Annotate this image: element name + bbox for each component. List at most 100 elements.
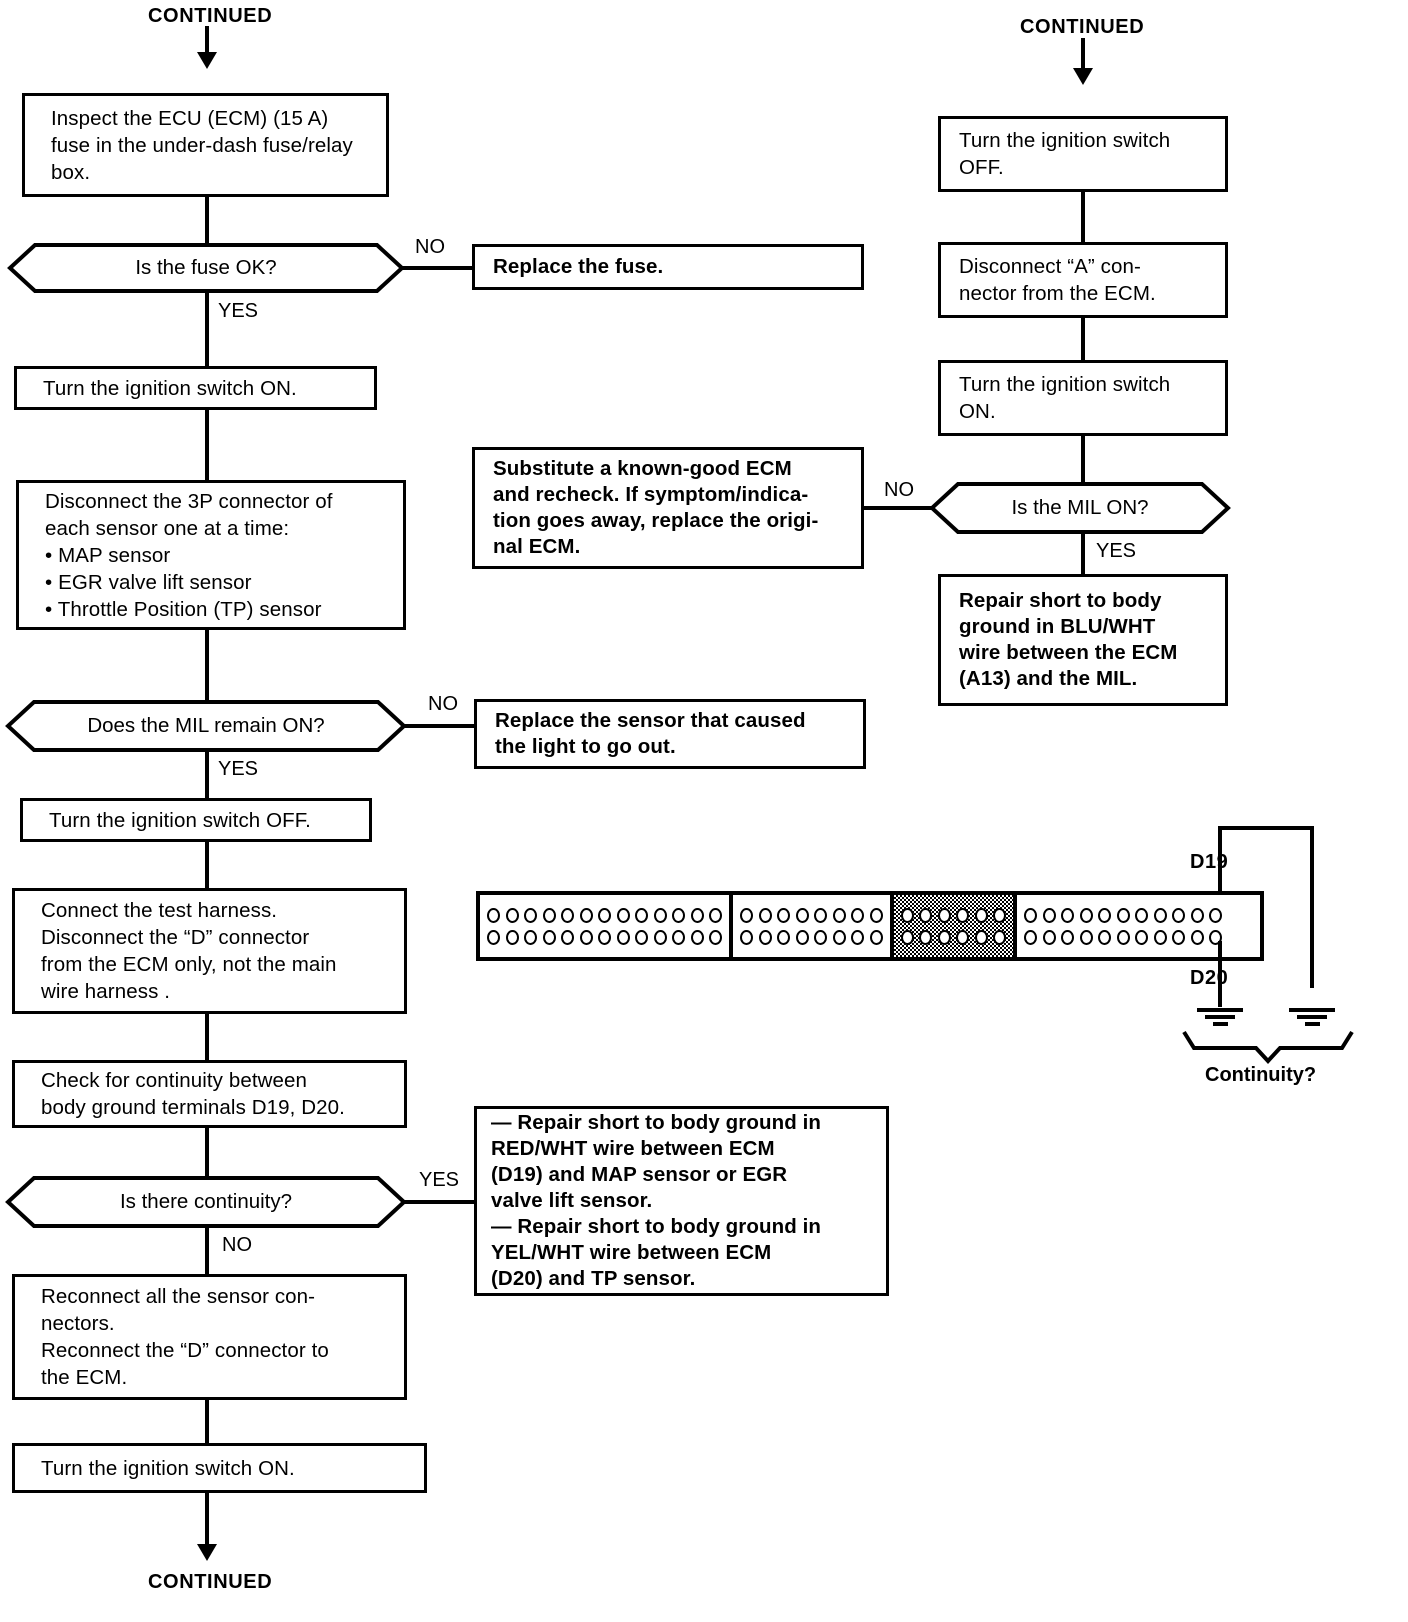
step-reconnect-text: Reconnect all the sensor con- nectors. R…	[41, 1285, 329, 1389]
step-disconnect-3p-text: Disconnect the 3P connector of each sens…	[45, 489, 333, 621]
harness-pin	[635, 929, 648, 945]
step-check-continuity-box: Check for continuity between body ground…	[12, 1060, 407, 1128]
connector-milremain-yes	[205, 750, 209, 800]
connector-harness-to-check	[205, 1014, 209, 1062]
top-continued-left-label: CONTINUED	[148, 5, 273, 27]
connector-reconnect-to-ignon2	[205, 1400, 209, 1444]
connector-ignon1-to-3p	[205, 410, 209, 482]
harness-pin	[851, 929, 864, 945]
harness-pin	[542, 929, 556, 945]
harness-pin	[505, 907, 519, 923]
harness-pin	[579, 907, 593, 923]
harness-pin	[1190, 929, 1204, 945]
harness-pin	[653, 907, 667, 923]
d20-lead-vertical	[1218, 941, 1222, 1007]
harness-pin	[653, 929, 667, 945]
harness-pin	[672, 929, 685, 945]
branch-label-continuity-yes: YES	[419, 1169, 460, 1191]
connector-3p-to-milremain	[205, 630, 209, 702]
result-replace-fuse-text: Replace the fuse.	[493, 255, 664, 278]
harness-pin	[758, 929, 772, 945]
connector-rt-disconnect-to-ignon	[1081, 318, 1085, 362]
connector-rt-ignoff-to-disconnect	[1081, 192, 1085, 244]
step-disconnect-a-box: Disconnect “A” con- nector from the ECM.	[938, 242, 1228, 318]
branch-label-fuse-ok-yes: YES	[218, 300, 259, 322]
step-ignition-off-left-text: Turn the ignition switch OFF.	[49, 808, 311, 832]
harness-pin	[1209, 907, 1222, 923]
harness-pin	[709, 907, 722, 923]
continuity-brace	[1182, 1030, 1354, 1064]
result-replace-fuse-box: Replace the fuse.	[472, 244, 864, 290]
connector-continuity-no	[205, 1226, 209, 1276]
harness-pin	[505, 929, 519, 945]
harness-pin	[1042, 907, 1056, 923]
harness-pin	[937, 907, 951, 923]
harness-pin	[561, 907, 574, 923]
harness-pin	[561, 929, 574, 945]
harness-pin-row	[1024, 907, 1222, 923]
harness-pin	[974, 907, 988, 923]
step-ignition-off-right-box: Turn the ignition switch OFF.	[938, 116, 1228, 192]
harness-pin	[1190, 907, 1204, 923]
ground-symbol-d20	[1191, 1008, 1249, 1029]
arrow-head-top-left	[197, 52, 217, 69]
branch-label-fuse-ok-no: NO	[415, 236, 445, 258]
branch-label-milon-yes: YES	[1096, 540, 1137, 562]
harness-segment-1	[480, 895, 729, 957]
harness-pin-row	[1024, 929, 1222, 945]
harness-pin	[709, 929, 722, 945]
harness-pin	[487, 907, 500, 923]
harness-pin	[1172, 929, 1185, 945]
d19-lead-down-to-ground	[1310, 826, 1314, 988]
result-repair-shorts-text: — Repair short to body ground in RED/WHT…	[491, 1111, 822, 1290]
harness-pin	[1209, 929, 1222, 945]
arrow-shaft-top-right	[1081, 38, 1085, 72]
connector-continuity-yes	[402, 1200, 476, 1204]
d19-lead-horizontal	[1218, 826, 1314, 830]
step-check-continuity-text: Check for continuity between body ground…	[41, 1069, 345, 1119]
harness-segment-4	[1013, 895, 1229, 957]
harness-pin	[993, 929, 1006, 945]
connector-fuseok-yes	[205, 291, 209, 368]
decision-mil-remain-on-label: Does the MIL remain ON?	[87, 714, 325, 737]
decision-is-fuse-ok: Is the fuse OK?	[7, 243, 405, 293]
harness-pin	[869, 907, 883, 923]
harness-pin	[993, 907, 1006, 923]
harness-pin	[672, 907, 685, 923]
harness-pin	[740, 929, 753, 945]
harness-pin	[814, 907, 827, 923]
harness-pin	[616, 907, 630, 923]
branch-label-milremain-yes: YES	[218, 758, 259, 780]
harness-pin	[690, 929, 704, 945]
step-connect-test-harness-text: Connect the test harness. Disconnect the…	[41, 899, 337, 1003]
step-ignition-on-right-text: Turn the ignition switch ON.	[959, 373, 1171, 423]
harness-pin	[777, 929, 790, 945]
connector-rt-ignon-to-milon	[1081, 436, 1085, 484]
decision-is-mil-on: Is the MIL ON?	[929, 482, 1231, 534]
ground-symbol-right	[1283, 1008, 1341, 1029]
harness-pin	[1061, 929, 1074, 945]
harness-pin	[758, 907, 772, 923]
step-inspect-fuse-box: Inspect the ECU (ECM) (15 A) fuse in the…	[22, 93, 389, 197]
decision-is-mil-on-label: Is the MIL ON?	[1011, 496, 1149, 519]
step-ignition-off-right-text: Turn the ignition switch OFF.	[959, 129, 1171, 179]
connector-check-to-decision	[205, 1128, 209, 1178]
harness-pin	[956, 929, 969, 945]
result-replace-sensor-box: Replace the sensor that caused the light…	[474, 699, 866, 769]
step-reconnect-box: Reconnect all the sensor con- nectors. R…	[12, 1274, 407, 1400]
harness-pin	[740, 907, 753, 923]
decision-is-there-continuity: Is there continuity?	[5, 1176, 407, 1228]
harness-pin-row	[900, 907, 1006, 923]
arrow-head-bottom	[197, 1544, 217, 1561]
harness-pin	[1135, 929, 1148, 945]
harness-pin	[1098, 929, 1111, 945]
harness-pin	[1116, 907, 1130, 923]
connector-milon-yes	[1081, 532, 1085, 576]
harness-pin	[1153, 907, 1167, 923]
harness-pin	[1135, 907, 1148, 923]
branch-label-milon-no: NO	[884, 479, 914, 501]
continuity-question-label: Continuity?	[1205, 1064, 1317, 1086]
harness-pin	[869, 929, 883, 945]
branch-label-milremain-no: NO	[428, 693, 458, 715]
